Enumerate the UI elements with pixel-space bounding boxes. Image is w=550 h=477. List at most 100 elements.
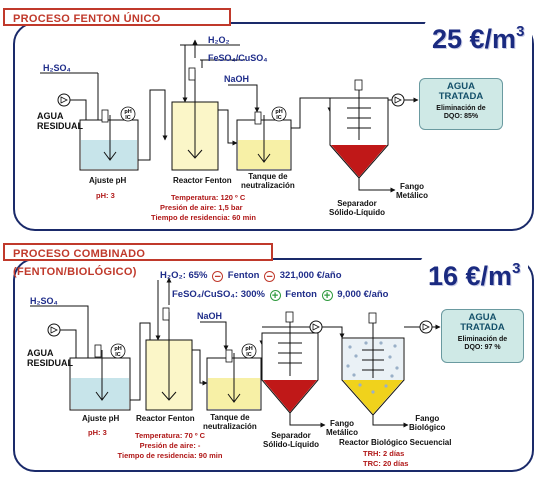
bottom-agua-residual-2: RESIDUAL (27, 358, 74, 369)
bottom-bio-reactor-label: Reactor Biológico Secuencial (339, 438, 452, 447)
top-ajuste-ph: pH: 3 (96, 191, 115, 200)
top-reactor-label: Reactor Fenton (173, 176, 232, 185)
top-t2-ic-tag: IC (276, 115, 282, 121)
top-t1-ic-tag: IC (125, 115, 131, 121)
cost2-c: 9,000 €/año (337, 289, 389, 300)
top-separador-label: Separador Sólido-Líquido (329, 199, 385, 217)
top-out-pump (391, 93, 405, 107)
top-reactor-pres: Presión de aire: 1,5 bar (160, 203, 243, 213)
bottom-separador-label: Separador Sólido-Líquido (263, 431, 319, 449)
top-h2so4-label: H₂SO₄ (43, 63, 71, 73)
bottom-cost-line-1: H₂O₂: 65% − Fenton − 321,000 €/año (160, 270, 342, 283)
bottom-cost-exp: 3 (512, 260, 521, 277)
bottom-mid-pump (309, 320, 323, 334)
bottom-t2-ic-tag: IC (246, 352, 252, 358)
top-t1-ph-tag: pH (124, 109, 131, 115)
bottom-t1-ph-tag: pH (114, 346, 121, 352)
bottom-naoh-label: NaOH (197, 311, 223, 321)
bottom-elim-1: Eliminación de (457, 335, 508, 343)
top-fango-label: Fango Metálico (396, 182, 428, 200)
bottom-cost-value: 16 €/m (428, 261, 513, 291)
top-h2o2-label: H₂O₂ (208, 35, 230, 45)
top-elim-1: Eliminación de (436, 104, 486, 112)
top-tratada-1: AGUA (447, 81, 475, 92)
top-tanque-label: Tanque de neutralización (241, 172, 295, 190)
top-reactor-params: Temperatura: 120 º C Presión de aire: 1,… (151, 193, 256, 223)
top-tanque-1: Tanque de (248, 172, 288, 181)
top-ajuste-label: Ajuste pH (89, 176, 127, 185)
top-tratada-2: TRATADA (438, 91, 484, 103)
cost2-b: Fenton (285, 289, 317, 300)
bottom-reactor-params: Temperatura: 70 º C Presión de aire: - T… (111, 431, 229, 461)
top-tanque-neutralizacion: pH IC (236, 106, 292, 171)
top-agua-residual-1: AGUA (37, 111, 64, 121)
bottom-fango-bio-1: Fango (415, 414, 440, 423)
top-reactor-fenton (171, 67, 219, 171)
increase-icon: + (269, 290, 281, 302)
increase-icon: + (321, 290, 333, 302)
top-fango-1: Fango (400, 182, 424, 191)
bottom-fango-bio-2: Biológico (409, 423, 446, 433)
top-separador-2: Sólido-Líquido (329, 208, 385, 218)
bottom-tanque-label: Tanque de neutralización (203, 413, 257, 431)
bottom-t2-ph-tag: pH (245, 346, 252, 352)
bottom-agua-tratada-box: AGUA TRATADA Eliminación de DQO: 97 % (441, 309, 524, 363)
bottom-fango-met-2: Metálico (326, 428, 359, 438)
bottom-reactor-label: Reactor Fenton (136, 414, 195, 423)
top-cost-badge: 25 €/m3 (424, 16, 533, 55)
bottom-ajuste-tank: pH IC (69, 343, 131, 411)
top-agua-residual-2: RESIDUAL (37, 121, 84, 132)
bottom-tratada-2: TRATADA (460, 322, 505, 334)
bottom-tratada-1: AGUA (468, 312, 497, 323)
bottom-feed-pump (47, 323, 61, 337)
top-cost-value: 25 €/m (432, 24, 517, 54)
top-cost-exp: 3 (516, 23, 525, 40)
bottom-tanque-neutralizacion: pH IC (206, 343, 262, 411)
bottom-reactor-temp: Temperatura: 70 º C (134, 431, 206, 440)
decrease-icon: − (212, 271, 224, 283)
top-section-title: PROCESO FENTON ÚNICO (3, 8, 231, 26)
bottom-bio-params: TRH: 2 días TRC: 20 días (363, 449, 408, 469)
bottom-reactor-tiempo: Tiempo de residencia: 90 min (117, 451, 223, 461)
bottom-elim-2: DQO: 97 % (464, 344, 501, 352)
top-agua-tratada-box: AGUA TRATADA Eliminación de DQO: 85% (419, 78, 503, 130)
cost1-c: 321,000 €/año (279, 270, 342, 281)
bottom-ajuste-label: Ajuste pH (82, 414, 120, 423)
decrease-icon: − (264, 271, 276, 283)
cost2-a: FeSO₄/CuSO₄: 300% (172, 289, 265, 300)
top-agua-residual: AGUA RESIDUAL (37, 111, 83, 132)
top-feed-pump (57, 93, 71, 107)
top-reactor-tiempo: Tiempo de residencia: 60 min (151, 213, 256, 223)
bottom-bio-reactor (341, 312, 405, 416)
bottom-agua-residual-1: AGUA (27, 348, 54, 358)
bottom-fango-met-1: Fango (330, 419, 354, 428)
bottom-tanque-2: neutralización (203, 422, 257, 432)
bottom-tanque-1: Tanque de (210, 413, 250, 422)
bottom-section-title: PROCESO COMBINADO (FENTON/BIOLÓGICO) (3, 243, 273, 278)
cost1-a: H₂O₂: 65% (160, 270, 208, 281)
top-naoh-label: NaOH (224, 74, 250, 84)
bottom-separador-1: Separador (271, 431, 311, 440)
bottom-fango-met-label: Fango Metálico (326, 419, 358, 437)
bottom-ajuste-ph: pH: 3 (88, 428, 107, 437)
bottom-trc: TRC: 20 días (363, 459, 409, 469)
bottom-reactor-pres: Presión de aire: - (139, 441, 201, 451)
bottom-agua-residual: AGUA RESIDUAL (27, 348, 73, 369)
bottom-cost-badge: 16 €/m3 (420, 253, 529, 292)
bottom-separador-2: Sólido-Líquido (263, 440, 319, 450)
bottom-h2so4-label: H₂SO₄ (30, 296, 58, 306)
top-t2-ph-tag: pH (275, 109, 282, 115)
bottom-separador (261, 311, 319, 414)
bottom-fango-bio-label: Fango Biológico (409, 414, 445, 432)
top-feso4-label: FeSO₄/CuSO₄ (208, 53, 268, 63)
cost1-b: Fenton (227, 270, 260, 281)
bottom-out-pump (419, 320, 433, 334)
top-fango-2: Metálico (396, 191, 429, 201)
top-reactor-temp: Temperatura: 120 º C (171, 193, 246, 202)
top-separador-1: Separador (337, 199, 377, 208)
bottom-cost-line-2: FeSO₄/CuSO₄: 300% + Fenton + 9,000 €/año (172, 289, 389, 302)
top-ajuste-tank: pH IC (79, 106, 139, 171)
top-separador (329, 79, 389, 179)
top-tanque-2: neutralización (241, 181, 295, 191)
